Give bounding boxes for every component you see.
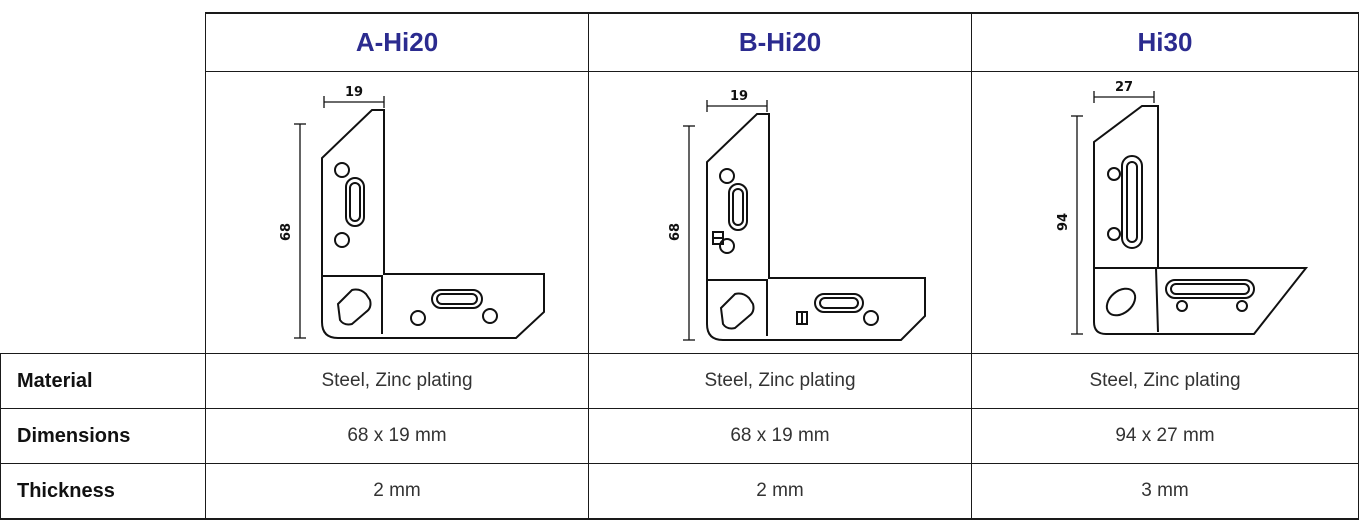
drawing-hi30: 27 94 <box>972 72 1358 353</box>
col3-border <box>971 12 972 520</box>
width-dimension-label: 19 <box>345 85 363 100</box>
row-label-thickness: Thickness <box>17 479 115 502</box>
thickness-value-b-hi20: 2 mm <box>756 480 804 501</box>
bracket-hi30-diagram: 27 94 <box>1056 80 1309 335</box>
product-name-b-hi20: B-Hi20 <box>738 27 822 57</box>
row-label-dimensions: Dimensions <box>17 424 131 447</box>
product-name-a-hi20: A-Hi20 <box>355 27 439 57</box>
thickness-value-a-hi20: 2 mm <box>373 480 421 501</box>
height-dimension-label: 68 <box>668 223 683 241</box>
height-dimension-label: 68 <box>279 223 294 241</box>
height-dimension-label: 94 <box>1056 213 1071 231</box>
material-row-bottom <box>0 408 1359 409</box>
drawing-a-hi20: 19 68 <box>206 72 588 353</box>
header-divider <box>205 71 1359 72</box>
dimensions-value-b-hi20: 68 x 19 mm <box>730 425 830 446</box>
width-dimension-label: 27 <box>1115 80 1133 95</box>
dimensions-value-a-hi20: 68 x 19 mm <box>347 425 447 446</box>
row-label-material: Material <box>17 369 93 392</box>
bracket-b-hi20-diagram: 19 68 <box>668 89 926 341</box>
bracket-a-hi20-diagram: 19 68 <box>279 85 545 339</box>
dimensions-value-hi30: 94 x 27 mm <box>1115 425 1215 446</box>
bottom-border <box>0 518 1359 520</box>
top-border <box>205 12 1359 14</box>
image-row-bottom <box>0 353 1359 354</box>
col1-border <box>205 12 206 520</box>
width-dimension-label: 19 <box>730 89 748 104</box>
left-border <box>0 353 1 520</box>
product-name-hi30: Hi30 <box>1137 27 1193 57</box>
material-value-a-hi20: Steel, Zinc plating <box>321 370 473 391</box>
thickness-value-hi30: 3 mm <box>1141 480 1189 501</box>
drawing-b-hi20: 19 68 <box>589 72 971 353</box>
dimensions-row-bottom <box>0 463 1359 464</box>
material-value-hi30: Steel, Zinc plating <box>1089 370 1241 391</box>
right-border <box>1358 12 1359 520</box>
col2-border <box>588 12 589 520</box>
material-value-b-hi20: Steel, Zinc plating <box>704 370 856 391</box>
